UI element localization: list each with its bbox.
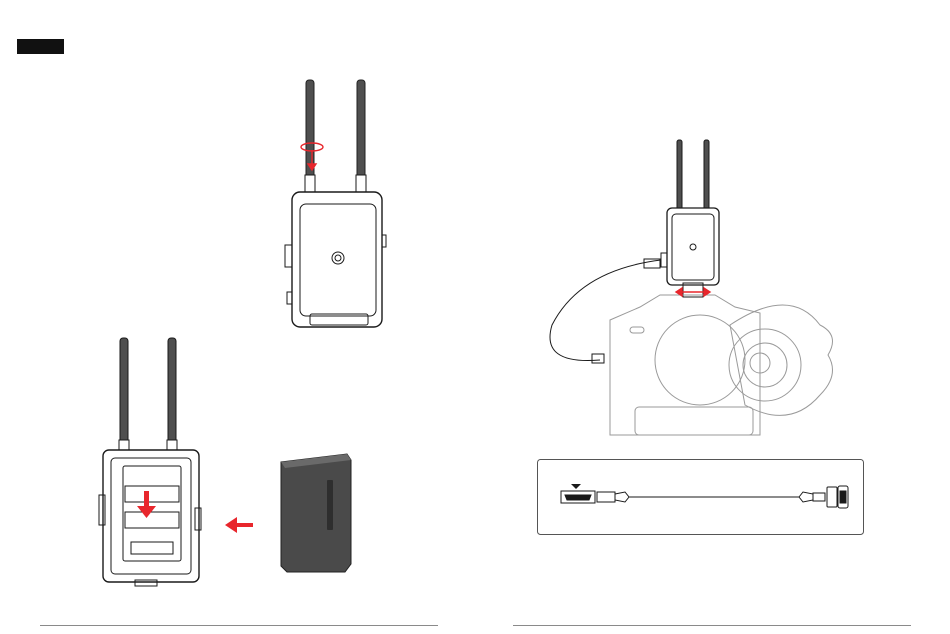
hdmi-cable-illustration (537, 459, 864, 535)
footer-rule-left (40, 625, 438, 626)
battery-pack-icon (281, 454, 351, 572)
hdmi-cable-figure (537, 459, 864, 535)
page-tag (17, 39, 64, 54)
antenna-install-figure (270, 70, 400, 335)
camera-illustration (540, 135, 840, 445)
camera-connection-figure (540, 135, 840, 445)
footer-rule-right (513, 625, 911, 626)
battery-illustration (95, 330, 365, 595)
insert-arrow-icon (225, 517, 253, 533)
battery-install-figure (95, 330, 365, 595)
transmitter-antenna-illustration (270, 70, 400, 335)
